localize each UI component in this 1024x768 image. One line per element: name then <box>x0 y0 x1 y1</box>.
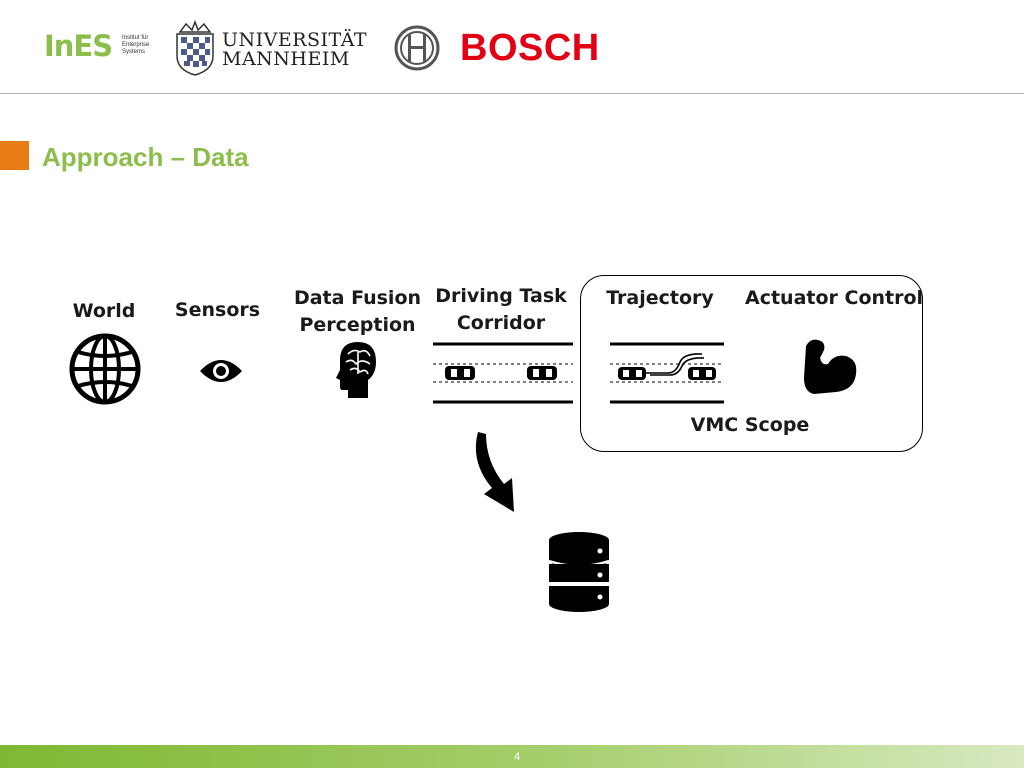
car-icon <box>445 366 475 380</box>
slide-footer: 4 <box>0 745 1024 768</box>
globe-icon <box>69 333 141 405</box>
university-name: UNIVERSITÄT MANNHEIM <box>222 31 367 69</box>
ines-logo: InES Institut für Enterprise Systems <box>44 26 154 66</box>
stage-label-data-fusion-line1: Data Fusion <box>293 287 422 309</box>
bosch-logo-word: BOSCH <box>460 27 600 69</box>
curved-arrow-down-icon <box>475 432 514 512</box>
stage-label-data-fusion-line2: Perception <box>299 314 416 336</box>
stage-label-driving-task: Driving Task Corridor <box>432 283 570 337</box>
road-corridor-icon <box>433 342 573 404</box>
database-icon <box>548 532 610 612</box>
stage-label-driving-task-line2: Corridor <box>456 312 546 334</box>
header-divider <box>0 93 1024 94</box>
stage-label-trajectory: Trajectory <box>606 287 714 309</box>
university-name-line1: UNIVERSITÄT <box>222 29 368 51</box>
eye-icon <box>200 360 242 382</box>
university-crest-icon <box>176 19 214 76</box>
university-name-line2: MANNHEIM <box>222 48 350 70</box>
title-marker <box>0 141 29 170</box>
lane-change-icon <box>610 342 724 404</box>
stage-label-driving-task-line1: Driving Task <box>435 285 567 307</box>
bosch-armature-icon <box>394 25 440 71</box>
stage-label-data-fusion: Data Fusion Perception <box>290 285 425 339</box>
car-icon <box>618 367 646 380</box>
car-icon <box>527 366 557 380</box>
page-number: 4 <box>513 751 521 763</box>
stage-label-actuator-control: Actuator Control <box>745 287 924 309</box>
stage-label-sensors: Sensors <box>174 299 261 321</box>
ines-logo-word: InES <box>44 29 113 63</box>
ines-logo-subtitle: Institut für Enterprise Systems <box>122 35 150 55</box>
car-icon <box>688 367 716 380</box>
slide-title: Approach – Data <box>42 142 249 172</box>
slide-header: InES Institut für Enterprise Systems UNI… <box>0 0 1024 94</box>
vmc-scope-box <box>580 275 923 452</box>
university-mannheim-logo: UNIVERSITÄT MANNHEIM <box>172 18 372 78</box>
flexed-arm-icon <box>804 339 857 394</box>
vmc-scope-label: VMC Scope <box>690 414 810 436</box>
head-brain-icon <box>336 342 376 398</box>
stage-label-world: World <box>72 300 136 322</box>
